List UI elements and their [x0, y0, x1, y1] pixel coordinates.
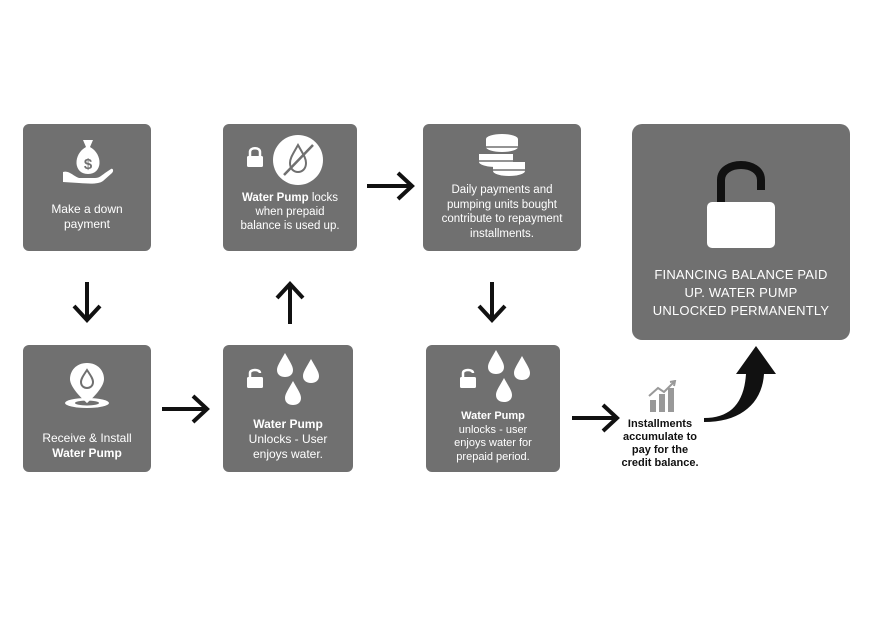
arrow-right-3	[572, 403, 620, 433]
locks-bold: Water Pump	[241, 192, 309, 204]
curved-arrow-up	[704, 346, 776, 422]
daily-line4: installments.	[470, 227, 534, 240]
arrow-down-1	[72, 282, 102, 323]
final-line3: UNLOCKED PERMANENTLY	[652, 303, 830, 318]
open-padlock-icon	[707, 161, 775, 248]
padlock-icon	[247, 147, 263, 167]
final-line2: UP. WATER PUMP	[684, 285, 798, 300]
unlocks-line2: Unlocks - User	[248, 432, 328, 446]
water-drops-icon	[277, 353, 319, 405]
installments-text: Installments accumulate to pay for the c…	[610, 418, 710, 470]
locks-rest: locks	[308, 192, 339, 204]
unlocks-prepaid-bold: Water Pump	[461, 410, 525, 422]
unlocks-bold: Water Pump	[253, 417, 323, 431]
money-bag-hand-icon: $	[63, 140, 114, 184]
daily-line2: pumping units bought	[447, 198, 557, 211]
coins-stack-icon	[479, 134, 525, 176]
installments-line2: accumulate to	[623, 431, 697, 443]
installments-line4: credit balance.	[621, 457, 699, 469]
daily-line1: Daily payments and	[451, 184, 553, 196]
svg-text:$: $	[84, 156, 93, 173]
step-pump-unlocks: Water Pump Unlocks - User enjoys water.	[223, 345, 353, 472]
arrow-right-2	[367, 171, 415, 201]
padlock-icon	[247, 368, 263, 388]
installments-line3: pay for the	[631, 444, 689, 456]
step-down-payment: $ Make a down payment	[23, 124, 151, 251]
down-payment-line1: Make a down	[51, 202, 123, 216]
step-financing-paid: FINANCING BALANCE PAID UP. WATER PUMP UN…	[632, 124, 850, 340]
unlocks-prepaid-line3: enjoys water for	[454, 437, 532, 449]
padlock-icon	[460, 368, 476, 388]
receive-line2: Water Pump	[52, 446, 122, 460]
installments-line1: Installments	[627, 418, 693, 430]
step-daily-payments: Daily payments and pumping units bought …	[423, 124, 581, 251]
locks-line2: when prepaid	[255, 206, 325, 218]
final-line1: FINANCING BALANCE PAID	[654, 267, 828, 282]
no-water-icon	[273, 135, 323, 185]
daily-line3: contribute to repayment	[441, 213, 563, 225]
step-receive-install: Receive & Install Water Pump	[23, 345, 151, 472]
unlocks-prepaid-line4: prepaid period.	[456, 450, 530, 463]
locks-line3: balance is used up.	[240, 220, 340, 232]
water-drops-icon	[488, 350, 530, 402]
unlocks-prepaid-line2: unlocks - user	[458, 423, 528, 436]
down-payment-line2: payment	[63, 217, 111, 231]
bar-chart-icon	[648, 380, 677, 412]
arrow-right-1	[162, 394, 210, 424]
arrow-up-1	[275, 281, 305, 324]
receive-line1: Receive & Install	[42, 431, 132, 445]
step-pump-locks: Water Pump locks when prepaid balance is…	[223, 124, 357, 251]
unlocks-line3: enjoys water.	[252, 447, 324, 461]
location-pin-drop-icon	[65, 363, 109, 408]
arrow-down-2	[477, 282, 507, 323]
step-pump-unlocks-prepaid: Water Pump unlocks - user enjoys water f…	[426, 345, 560, 472]
